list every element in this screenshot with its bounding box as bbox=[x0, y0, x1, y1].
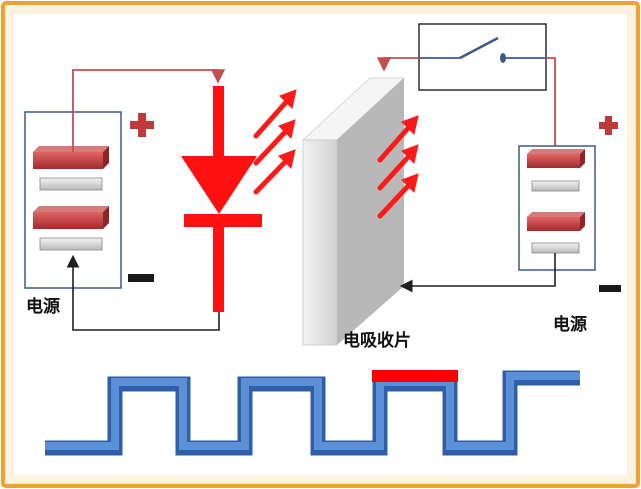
modulated-waveform bbox=[45, 370, 580, 456]
switch-to-absorber-wire bbox=[376, 57, 419, 72]
right-power-label: 电源 bbox=[553, 314, 587, 335]
left-return-wire bbox=[66, 254, 220, 331]
left-positive-wire bbox=[72, 69, 226, 152]
left-power-label: 电源 bbox=[26, 296, 60, 317]
right-return-wire bbox=[399, 253, 556, 293]
absorber-label: 电吸收片 bbox=[343, 330, 411, 351]
right-minus-sign bbox=[599, 285, 621, 292]
right-battery bbox=[518, 145, 596, 271]
left-plus-sign bbox=[130, 113, 154, 137]
left-battery bbox=[24, 111, 122, 289]
transmitted-light-arrows bbox=[377, 115, 419, 219]
right-positive-plate bbox=[527, 154, 580, 168]
electro-absorber-slab bbox=[301, 77, 406, 346]
waveform-highlight-segment bbox=[372, 370, 458, 382]
left-negative-plate bbox=[39, 177, 103, 191]
switch-to-battery-wire bbox=[546, 57, 556, 150]
left-minus-sign bbox=[128, 274, 154, 282]
right-negative-plate bbox=[531, 180, 580, 192]
left-positive-plate-2 bbox=[33, 212, 103, 229]
right-plus-sign bbox=[599, 116, 618, 135]
led-diode-icon bbox=[181, 86, 262, 312]
right-negative-plate-2 bbox=[531, 242, 580, 254]
emitted-light-arrows bbox=[253, 89, 297, 195]
switch-icon bbox=[419, 36, 546, 63]
right-positive-plate-2 bbox=[527, 217, 580, 231]
left-negative-plate-2 bbox=[39, 237, 103, 251]
switch-box bbox=[418, 23, 547, 91]
left-positive-plate bbox=[33, 152, 103, 169]
